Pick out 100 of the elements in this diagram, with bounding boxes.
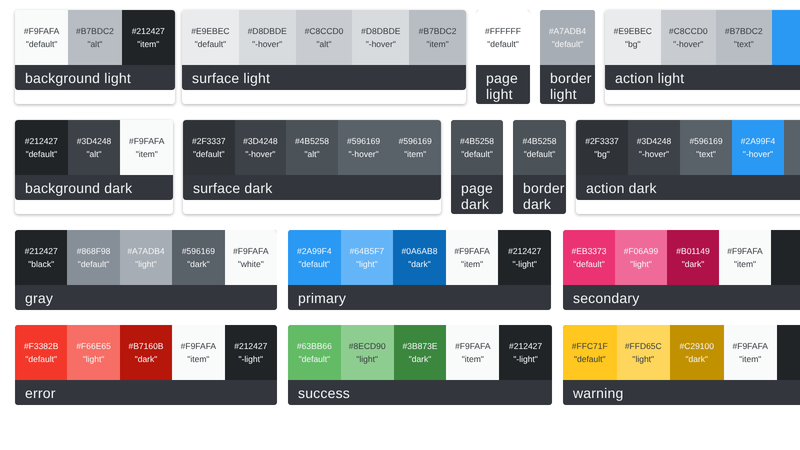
color-name: "alt" [316, 38, 332, 50]
hex-code: #F9FAFA [732, 340, 768, 352]
color-name: "-light" [238, 352, 264, 366]
color-swatch [67, 325, 120, 380]
hex-code: #F9FAFA [454, 244, 490, 258]
color-name: "default" [298, 258, 330, 270]
color-name: "item" [187, 352, 210, 366]
hex-code: #596169 [347, 134, 380, 148]
color-swatch [183, 120, 235, 175]
color-name: "default" [78, 258, 110, 270]
color-swatch [615, 230, 667, 285]
color-swatch [120, 230, 172, 285]
palette-card [15, 325, 277, 405]
color-name: "-hover" [245, 148, 276, 160]
hex-code: #3D4248 [76, 134, 112, 148]
hex-code: #A7ADB4 [127, 244, 165, 258]
hex-code: #63BB66 [296, 340, 332, 352]
color-swatch [409, 10, 466, 65]
palette-card [476, 10, 530, 104]
color-name: "default" [574, 352, 606, 366]
color-swatch [576, 120, 628, 175]
color-name: "default" [487, 38, 519, 50]
hex-code: #F9FAFA [180, 340, 216, 352]
color-swatch [338, 120, 390, 175]
palette-title: action light [605, 65, 800, 90]
color-name: "alt" [86, 148, 102, 160]
color-swatch [172, 325, 225, 380]
palette-card [563, 325, 800, 405]
color-name: "item" [462, 352, 484, 366]
color-swatch [15, 230, 68, 285]
hex-code: #F3382B [24, 340, 58, 352]
hex-code: #F9FAFA [233, 244, 268, 258]
hex-code: #3B873E [402, 340, 438, 352]
color-name: "dark" [685, 352, 708, 366]
hex-code: #596169 [398, 134, 432, 148]
color-name: "-hover" [366, 38, 396, 50]
hex-code: #8ECD90 [348, 340, 386, 352]
palette-card [182, 10, 466, 104]
color-name: "light" [632, 352, 654, 366]
color-name: "light" [82, 352, 104, 366]
color-name: "default" [573, 258, 605, 270]
color-swatch [732, 120, 784, 175]
color-swatch [498, 230, 551, 285]
hex-code: #212427 [508, 244, 542, 258]
hex-code: #F66E65 [76, 340, 111, 352]
color-name: "item" [426, 38, 449, 50]
color-name: "-light" [513, 352, 538, 366]
hex-code: #EB3373 [572, 244, 606, 258]
hex-code: #F9FAFA [129, 134, 164, 148]
color-swatch [224, 230, 277, 285]
color-swatch [393, 230, 446, 285]
hex-code: #B7BDC2 [76, 24, 114, 38]
hex-code: #F9FAFA [24, 24, 60, 38]
hex-code: #2A99F4 [297, 244, 332, 258]
color-name: "bg" [594, 148, 610, 160]
hex-code: #4B5258 [294, 134, 329, 148]
hex-code: #212427 [509, 340, 542, 352]
palette-card [540, 10, 595, 104]
color-swatch [616, 325, 670, 380]
palette-card [563, 230, 800, 310]
palette-title: background dark [15, 175, 174, 200]
color-name: "dark" [408, 352, 432, 366]
hex-code: #FFD65C [624, 340, 662, 352]
color-swatch [446, 230, 498, 285]
hex-code: #3D4248 [243, 134, 278, 148]
hex-code: #C29100 [679, 340, 714, 352]
hex-code: #3D4248 [636, 134, 672, 148]
hex-code: #F9FAFA [727, 244, 763, 258]
color-swatch [724, 325, 777, 380]
hex-code: #B7BDC2 [418, 24, 456, 38]
palette-card [15, 230, 277, 310]
color-name: "white" [238, 258, 264, 270]
palette-card [451, 120, 503, 214]
color-swatch [120, 325, 172, 380]
color-name: "-hover" [673, 38, 704, 50]
hex-code: #B7160B [128, 340, 164, 352]
color-name: "text" [696, 148, 716, 160]
color-swatch [716, 10, 772, 65]
hex-code: #0A6AB8 [402, 244, 438, 258]
hex-code: #2A99F4 [740, 134, 776, 148]
palette-card [576, 120, 800, 214]
hex-code: #212427 [132, 24, 165, 38]
color-name: "alt" [87, 38, 102, 50]
color-name: "text" [734, 38, 754, 50]
color-name: "light" [630, 258, 652, 270]
color-name: "dark" [408, 258, 431, 270]
color-name: "default" [524, 148, 556, 160]
hex-code: #212427 [24, 244, 58, 258]
color-swatch [680, 120, 732, 175]
color-name: "bg" [625, 38, 640, 50]
color-swatch [446, 325, 500, 380]
color-name: "item" [734, 258, 756, 270]
color-swatch [605, 10, 660, 65]
palette-title: surface light [182, 65, 466, 90]
hex-code: #A7ADB4 [548, 24, 586, 38]
color-name: "-light" [512, 258, 537, 270]
color-name: "-hover" [638, 148, 670, 160]
hex-code: #868F98 [76, 244, 110, 258]
color-swatch [563, 325, 616, 380]
color-name: "default" [552, 38, 584, 50]
